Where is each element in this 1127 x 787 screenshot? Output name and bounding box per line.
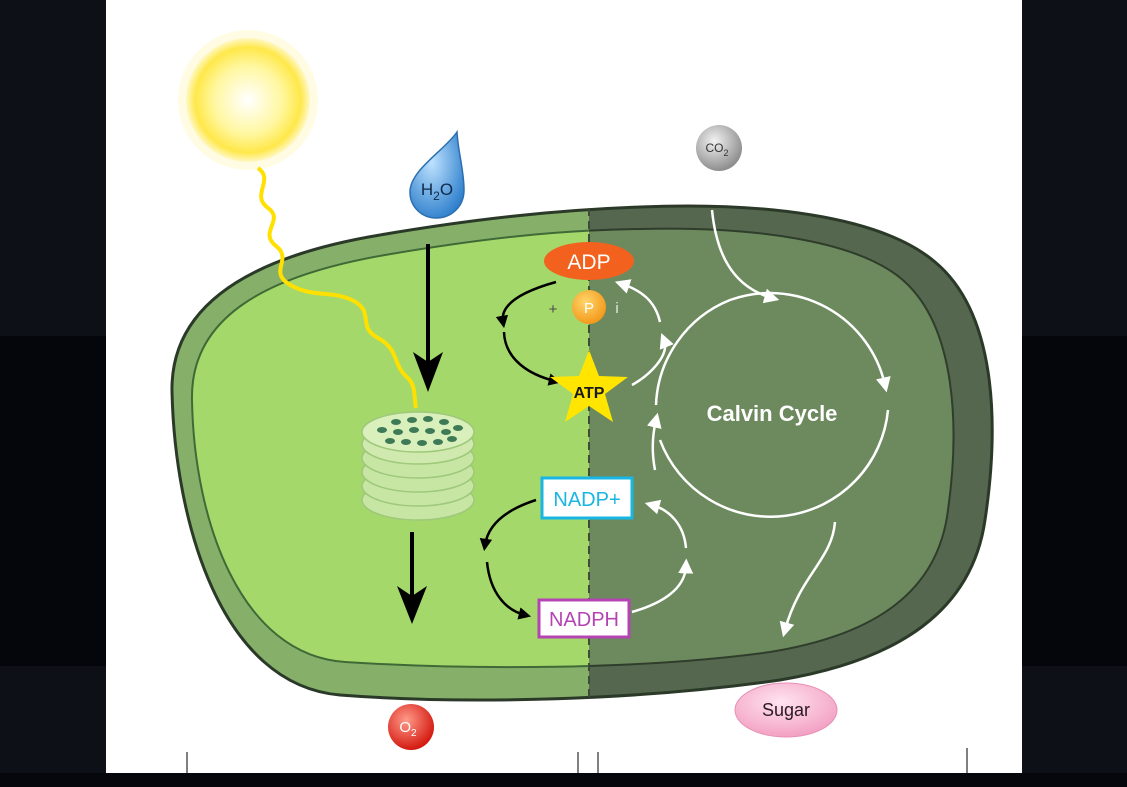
o2-label: O: [399, 719, 411, 736]
photosystem-dots: [377, 416, 463, 446]
nadp-plus-box: [540, 476, 634, 520]
bottom-ticks: [186, 748, 968, 773]
co2-label: CO: [705, 141, 723, 155]
atp-label: ATP: [574, 385, 605, 402]
sun: [178, 30, 418, 409]
nadph-box: [537, 598, 631, 639]
atp-star-icon: [550, 350, 628, 422]
co2-molecule: CO2: [696, 125, 742, 171]
nadph-label: NADPH: [549, 609, 619, 631]
o2-label-sub: 2: [411, 728, 417, 739]
sugar-label: Sugar: [762, 700, 810, 720]
water-label-sub: 2: [433, 189, 440, 203]
plus-sign: +: [549, 301, 558, 318]
phosphate-badge: [572, 290, 606, 324]
svg-text:CO2: CO2: [705, 141, 728, 158]
water-drop-icon: H2O: [409, 129, 465, 219]
svg-text:H2O: H2O: [421, 180, 453, 203]
phosphate-suffix: i: [615, 300, 618, 317]
sunlight-wave: [256, 166, 418, 409]
co2-label-sub: 2: [723, 148, 728, 158]
phosphate-label: P: [584, 300, 594, 317]
adp-label: ADP: [567, 251, 610, 274]
nadp-plus-label: NADP+: [553, 489, 620, 511]
water-label-h: H: [421, 180, 433, 199]
bottom-bar: [0, 773, 1127, 787]
calvin-cycle-label: Calvin Cycle: [707, 401, 838, 426]
calvin-cycle: Calvin Cycle: [646, 209, 891, 638]
adp-badge: [544, 242, 634, 280]
sugar-outflow-arrow: [779, 521, 837, 638]
nadph-cycle: NADP+ NADPH: [479, 476, 694, 639]
arrow-down-icon: [413, 352, 443, 392]
light-reaction-arrows: [397, 244, 443, 624]
thylakoid-stack: [361, 411, 475, 521]
water-label-o: O: [440, 180, 453, 199]
sugar-molecule: Sugar: [734, 682, 838, 738]
o2-molecule: O2: [388, 704, 434, 750]
svg-text:O2: O2: [399, 719, 417, 739]
arrow-down-icon-2: [397, 586, 427, 624]
atp-cycle: ADP + P i ATP: [495, 242, 674, 422]
background-band-right: [1022, 336, 1127, 666]
background-band-left: [0, 336, 106, 666]
